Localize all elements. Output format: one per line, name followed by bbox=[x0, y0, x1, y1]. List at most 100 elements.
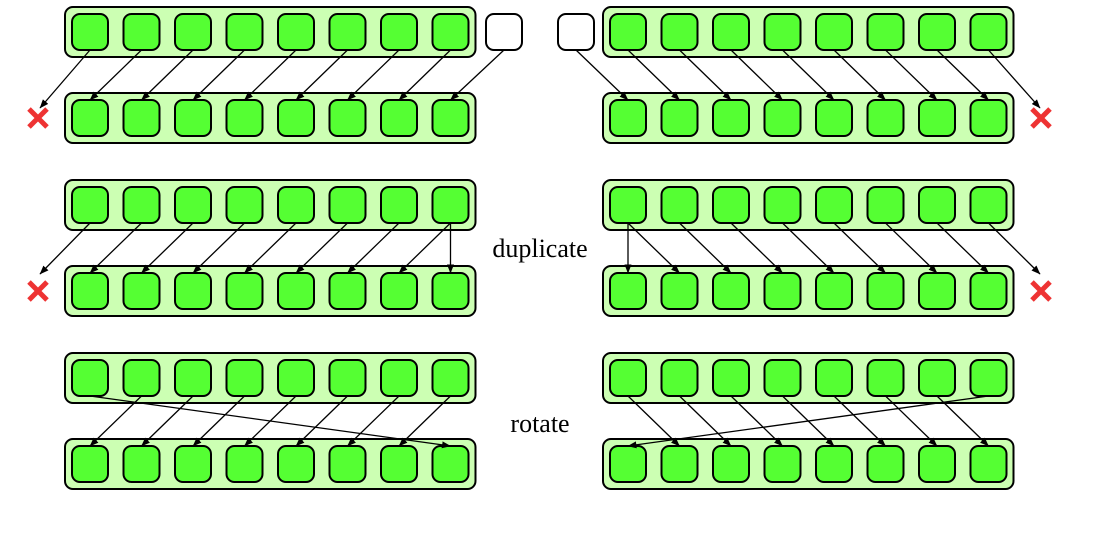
shift-arrow bbox=[936, 222, 989, 274]
lane-cell bbox=[712, 359, 750, 397]
lane-cell bbox=[609, 186, 647, 224]
lane-cell bbox=[380, 99, 418, 137]
lane-cell bbox=[225, 186, 264, 224]
shift-arrow bbox=[89, 222, 142, 274]
shift-arrow bbox=[347, 222, 400, 274]
shift-arrow bbox=[627, 395, 989, 449]
lane-cell bbox=[174, 272, 212, 310]
lane-cell bbox=[380, 359, 418, 397]
lane-cell bbox=[431, 13, 470, 51]
shift-arrow bbox=[833, 222, 886, 274]
shift-arrow bbox=[627, 395, 680, 447]
shift-arrow bbox=[679, 49, 732, 101]
lane-cell bbox=[763, 13, 802, 51]
lane-cell bbox=[866, 186, 905, 224]
shift-arrow bbox=[244, 49, 297, 101]
shift-arrow bbox=[833, 49, 886, 101]
lane-cell bbox=[609, 445, 647, 483]
register-box bbox=[64, 6, 477, 58]
lane-cell bbox=[712, 272, 750, 310]
register-box bbox=[602, 352, 1015, 404]
shift-arrow bbox=[192, 49, 245, 101]
lane-cell bbox=[174, 99, 212, 137]
lane-cell bbox=[609, 13, 647, 51]
shift-arrow bbox=[141, 222, 194, 274]
shift-arrow bbox=[782, 222, 835, 274]
shift-arrow bbox=[936, 49, 989, 101]
shift-arrow bbox=[347, 49, 400, 101]
lane-cell bbox=[815, 445, 853, 483]
lane-cell bbox=[431, 272, 470, 310]
lane-cell bbox=[122, 445, 161, 483]
lane-cell bbox=[660, 272, 699, 310]
register-left-src-2 bbox=[64, 179, 477, 231]
shift-arrow bbox=[988, 49, 1041, 109]
lane-cell bbox=[380, 186, 418, 224]
lane-cell bbox=[174, 359, 212, 397]
arrows-layer bbox=[39, 49, 1041, 449]
lane-cell bbox=[277, 359, 315, 397]
lane-cell bbox=[122, 359, 161, 397]
lane-cell bbox=[225, 445, 264, 483]
lane-cell bbox=[122, 186, 161, 224]
rotate-label: rotate bbox=[510, 409, 569, 438]
shift-arrow bbox=[192, 395, 245, 447]
register-box bbox=[64, 179, 477, 231]
lane-cell bbox=[277, 13, 315, 51]
lane-cell bbox=[71, 13, 109, 51]
lane-cell bbox=[660, 445, 699, 483]
shift-arrow bbox=[885, 222, 938, 274]
register-box bbox=[64, 265, 477, 317]
lane-cell bbox=[969, 186, 1008, 224]
lane-cell bbox=[969, 99, 1008, 137]
lane-cell bbox=[122, 13, 161, 51]
register-left-src-1 bbox=[64, 6, 477, 58]
lane-cell bbox=[763, 359, 802, 397]
shift-arrow bbox=[89, 395, 142, 447]
shift-arrow bbox=[575, 49, 629, 101]
lane-cell bbox=[660, 99, 699, 137]
lane-cell bbox=[174, 445, 212, 483]
lane-cell bbox=[712, 99, 750, 137]
shift-arrow bbox=[192, 222, 245, 274]
lane-cell bbox=[225, 13, 264, 51]
register-left-src-3 bbox=[64, 352, 477, 404]
lane-cell bbox=[277, 186, 315, 224]
register-box bbox=[602, 92, 1015, 144]
lane-cell bbox=[866, 445, 905, 483]
register-left-dst-1 bbox=[64, 92, 477, 144]
lane-cell bbox=[763, 272, 802, 310]
lane-cell bbox=[918, 99, 956, 137]
register-box bbox=[64, 352, 477, 404]
shift-arrow bbox=[627, 49, 680, 101]
lane-cell bbox=[815, 186, 853, 224]
shift-arrow bbox=[39, 49, 91, 109]
lane-cell bbox=[763, 186, 802, 224]
register-right-src-3 bbox=[602, 352, 1015, 404]
shift-arrow bbox=[89, 49, 142, 101]
lane-cell bbox=[815, 359, 853, 397]
lane-cell bbox=[431, 99, 470, 137]
shift-arrow bbox=[730, 222, 783, 274]
lane-cell bbox=[277, 445, 315, 483]
shift-arrow bbox=[398, 395, 451, 447]
lane-cell bbox=[380, 272, 418, 310]
register-right-dst-2 bbox=[602, 265, 1015, 317]
lane-cell bbox=[918, 445, 956, 483]
lane-cell bbox=[918, 13, 956, 51]
shift-arrow bbox=[679, 395, 732, 447]
shift-arrow bbox=[450, 49, 505, 101]
lane-cell bbox=[815, 99, 853, 137]
shift-arrow bbox=[347, 395, 400, 447]
lane-cell bbox=[71, 272, 109, 310]
lane-cell bbox=[815, 13, 853, 51]
lane-cell bbox=[815, 272, 853, 310]
lane-cell bbox=[918, 186, 956, 224]
registers-layer bbox=[64, 6, 1015, 490]
discard-mark-row1-right bbox=[1030, 107, 1052, 129]
lane-cell bbox=[969, 359, 1008, 397]
lane-cell bbox=[277, 99, 315, 137]
lane-cell bbox=[763, 99, 802, 137]
lane-cell bbox=[328, 359, 367, 397]
